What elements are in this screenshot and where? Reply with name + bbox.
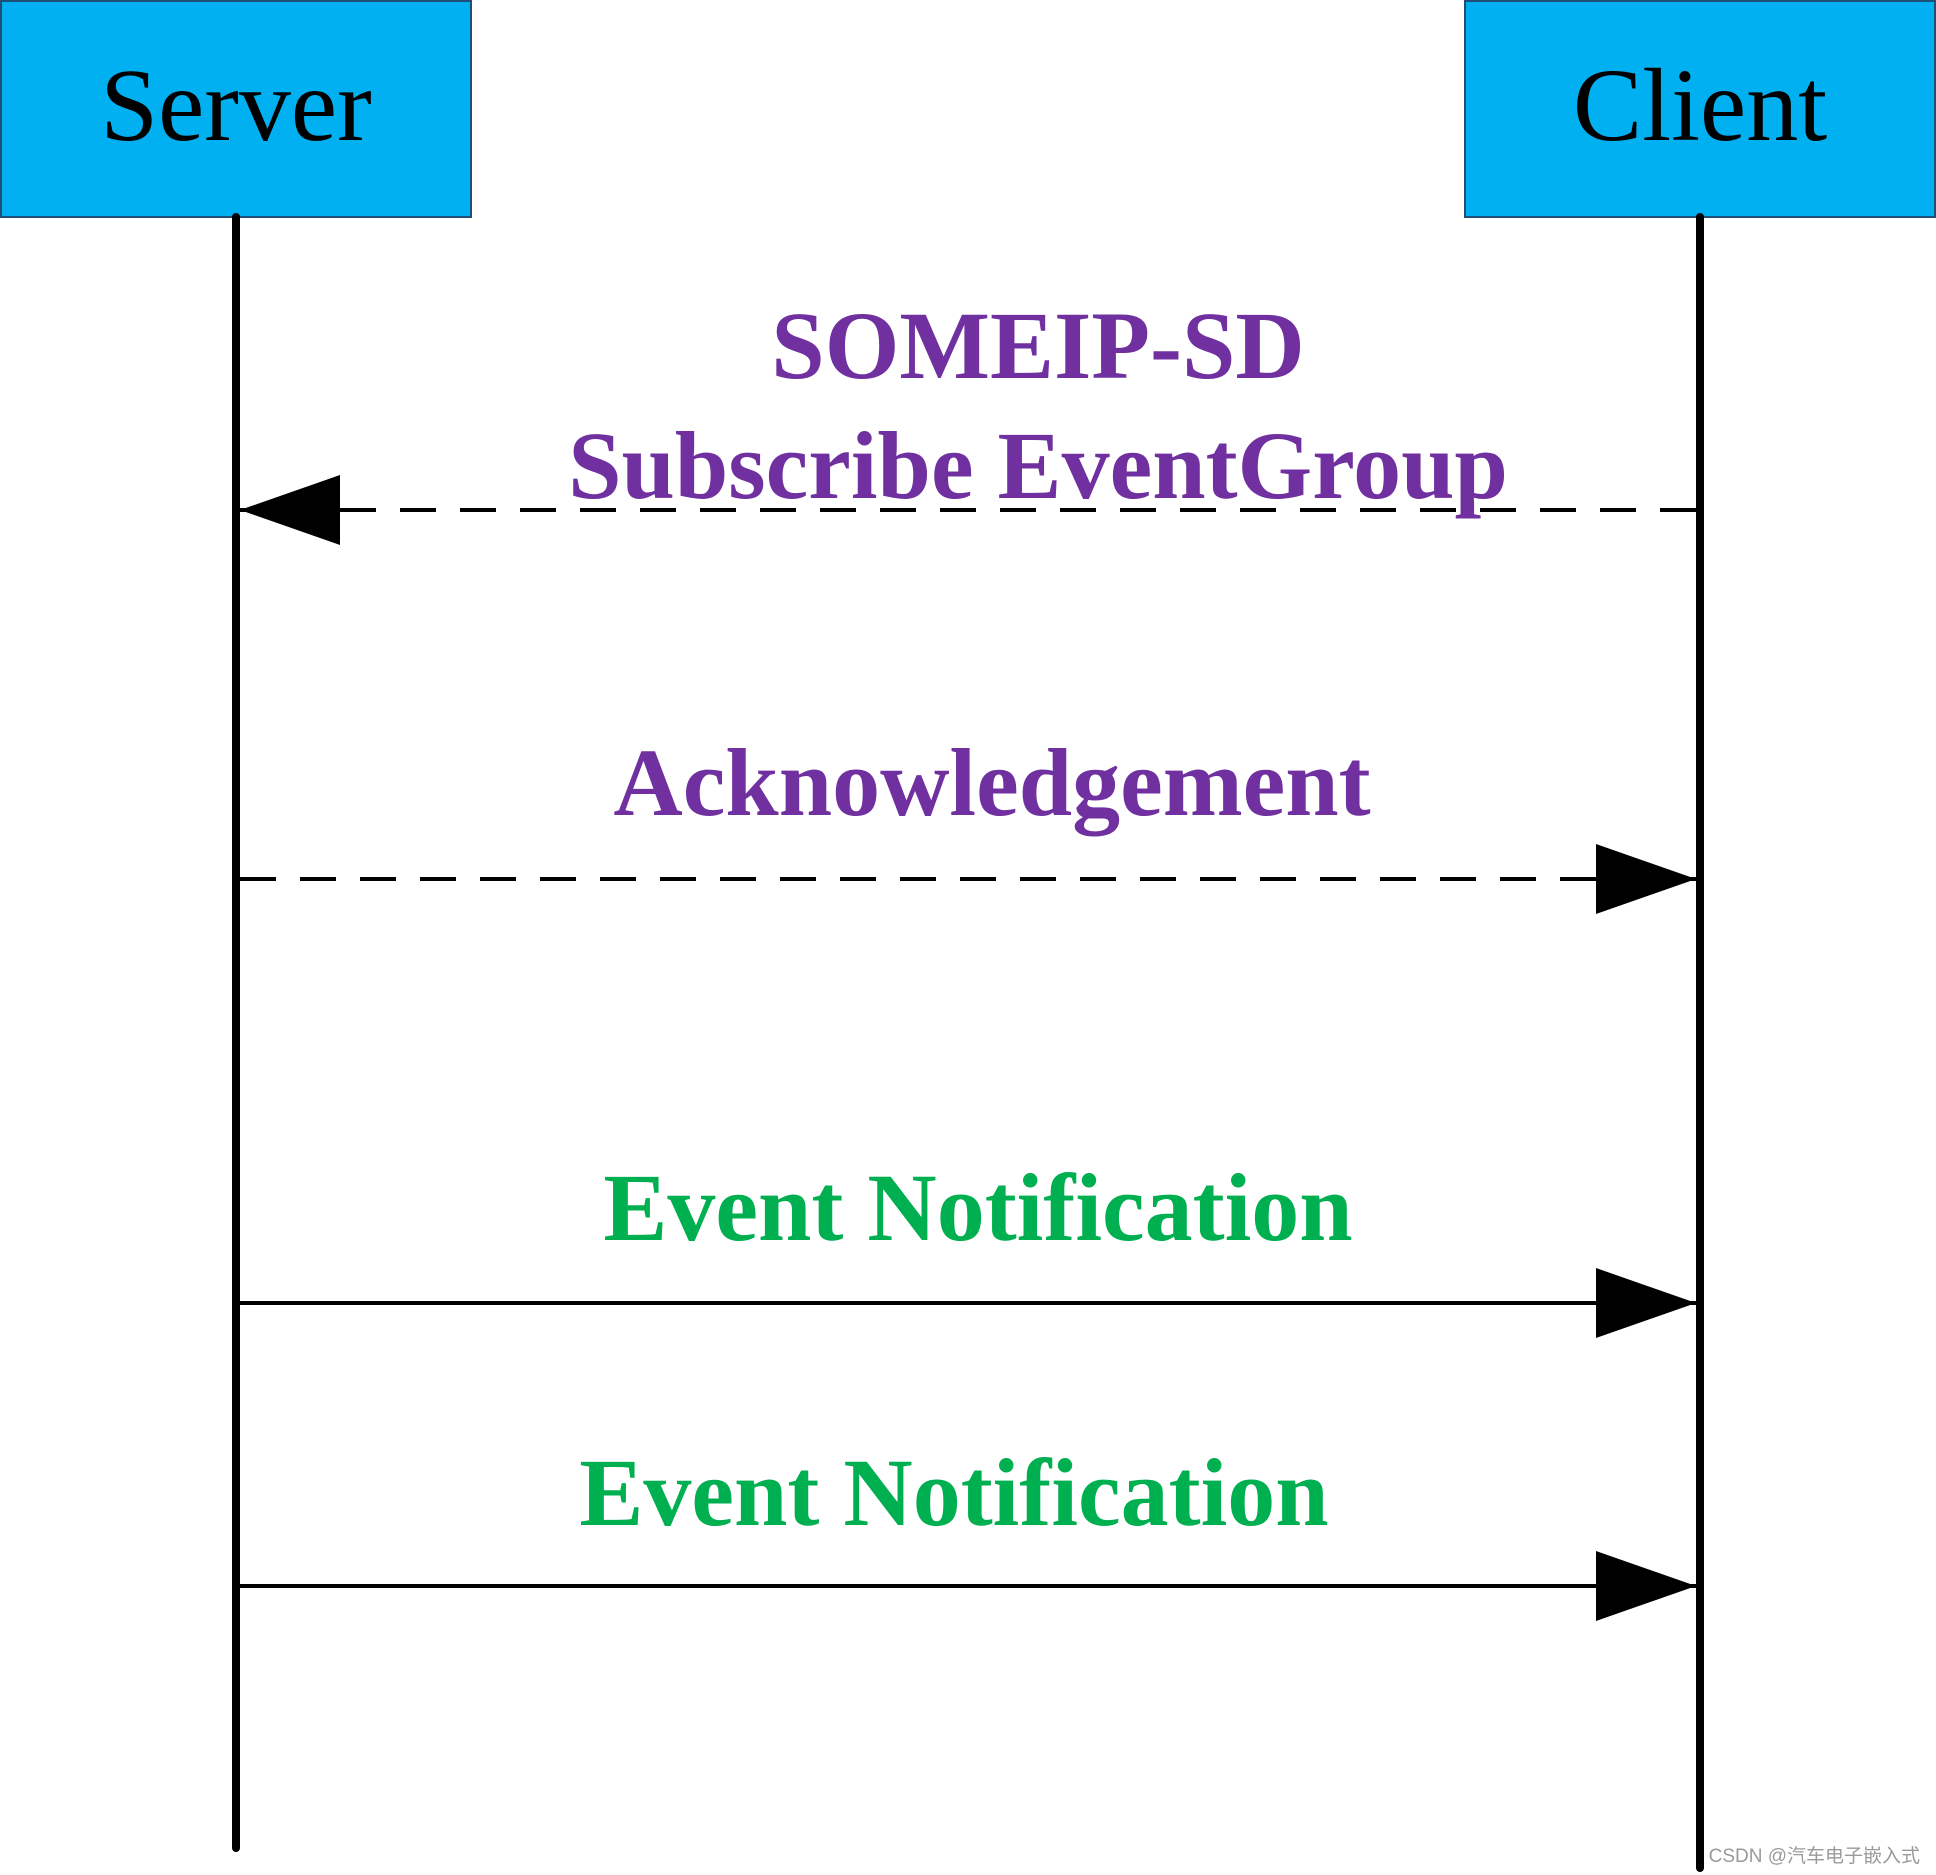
event-notification-2-label: Event Notification (579, 1439, 1328, 1546)
message-event-notification-2: Event Notification (240, 1439, 1696, 1621)
client-box (1464, 0, 1936, 218)
message-subscribe-eventgroup: SOMEIP-SD Subscribe EventGroup (240, 292, 1696, 545)
acknowledgement-label: Acknowledgement (613, 729, 1370, 836)
participant-server: Server (0, 0, 472, 218)
message-event-notification-1: Event Notification (240, 1154, 1696, 1338)
participant-client: Client (1464, 0, 1936, 218)
client-label: Client (1573, 48, 1827, 163)
message-acknowledgement: Acknowledgement (240, 729, 1696, 914)
server-box (0, 0, 472, 218)
subscribe-label-line1: SOMEIP-SD (771, 292, 1304, 399)
event-notification-1-label: Event Notification (603, 1154, 1352, 1261)
server-label: Server (100, 48, 371, 163)
watermark-text: CSDN @汽车电子嵌入式 (1709, 1845, 1920, 1867)
subscribe-label-line2: Subscribe EventGroup (568, 412, 1508, 519)
